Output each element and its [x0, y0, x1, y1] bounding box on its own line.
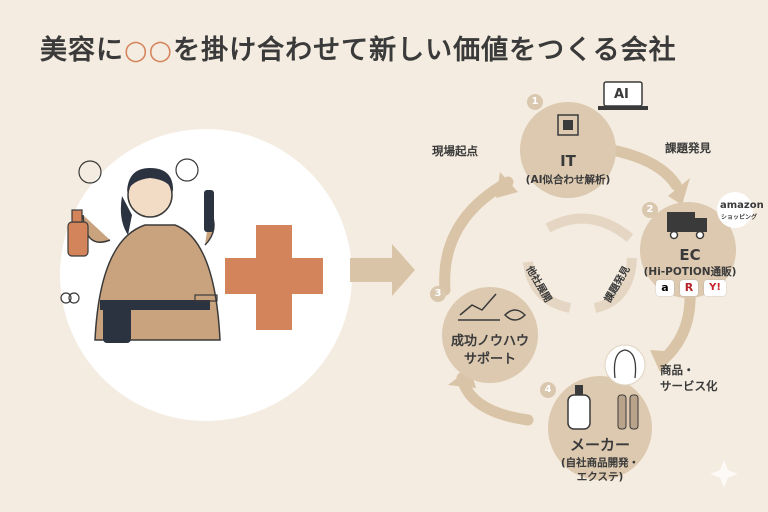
- node-ec: [640, 202, 736, 298]
- bottle-icon: [567, 385, 591, 430]
- node-it-subtitle: (AI似合わせ解析): [525, 174, 611, 186]
- truck-icon: [667, 212, 707, 240]
- title-suffix: を掛け合わせて新しい価値をつくる会社: [173, 35, 677, 66]
- title-prefix: 美容に: [40, 35, 124, 66]
- amazon-store-badge: a: [656, 280, 674, 296]
- node-it: [520, 102, 616, 198]
- flow-label-shohin: 商品・: [660, 363, 695, 377]
- plus-icon: [225, 225, 323, 330]
- title-accent: ○○: [124, 35, 174, 66]
- laptop-ai-text: AI: [614, 87, 629, 102]
- inner-cycle-arrows: [523, 213, 637, 313]
- node-it-title: IT: [560, 152, 576, 170]
- main-arrow-icon: [350, 244, 415, 296]
- node-number-3: 3: [430, 286, 446, 302]
- node-ec-subtitle: (Hi-POTION通販): [643, 266, 737, 278]
- page-title: 美容に○○を掛け合わせて新しい価値をつくる会社: [40, 28, 740, 67]
- node-support-title: 成功ノウハウ: [450, 334, 530, 349]
- flow-label-shohin-2: サービス化: [660, 379, 718, 393]
- node-number-1: 1: [527, 94, 543, 110]
- growth-chart-icon: [458, 293, 500, 321]
- node-maker-subtitle: (自社商品開発・: [560, 457, 640, 469]
- outer-arrowheads: [448, 172, 690, 388]
- flow-label-kadai: 課題発見: [665, 141, 711, 155]
- node-maker-subtitle-2: エクステ): [576, 471, 624, 483]
- yahoo-store-badge: Y!: [704, 280, 726, 296]
- node-support: [442, 287, 538, 383]
- laptop-icon: [598, 81, 648, 110]
- node-maker-title: メーカー: [569, 436, 631, 454]
- chip-icon: [557, 114, 579, 136]
- node-support-title-2: サポート: [463, 352, 517, 367]
- node-number-4: 4: [540, 382, 556, 398]
- handshake-icon: [503, 309, 527, 321]
- amazon-badge-icon: [717, 192, 753, 228]
- sparkle-icon: [710, 460, 738, 488]
- flow-label-genba: 現場起点: [432, 144, 478, 158]
- amazon-sub-text: ショッピング: [721, 214, 758, 221]
- amazon-text: amazon: [720, 200, 764, 211]
- stylist-illustration: [60, 158, 221, 343]
- wig-bubble-icon: [604, 344, 646, 386]
- hair-extension-icon: [617, 394, 639, 430]
- node-ec-title: EC: [679, 246, 701, 264]
- node-number-2: 2: [642, 202, 658, 218]
- rakuten-store-badge: R: [680, 280, 698, 296]
